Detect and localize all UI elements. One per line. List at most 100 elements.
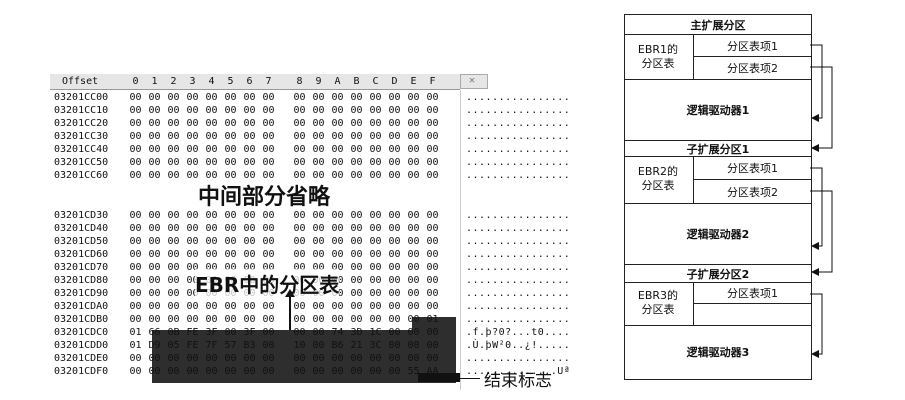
hex-byte[interactable]: 00	[331, 314, 344, 325]
hex-byte[interactable]: 00	[407, 301, 420, 312]
hex-byte[interactable]: 00	[167, 170, 180, 181]
hex-byte[interactable]: 00	[205, 92, 218, 103]
hex-byte[interactable]: 00	[388, 118, 401, 129]
hex-byte[interactable]: 00	[224, 366, 237, 377]
hex-byte[interactable]: 00	[331, 301, 344, 312]
hex-byte[interactable]: 00	[186, 275, 199, 286]
hex-byte[interactable]: 00	[312, 210, 325, 221]
hex-byte[interactable]: 00	[407, 170, 420, 181]
hex-byte[interactable]: 1C	[369, 327, 382, 338]
hex-byte[interactable]: 00	[129, 353, 142, 364]
hex-byte[interactable]: 00	[426, 170, 439, 181]
hex-byte[interactable]: 00	[262, 262, 275, 273]
hex-byte[interactable]: 00	[426, 353, 439, 364]
hex-byte[interactable]: 00	[350, 92, 363, 103]
hex-byte[interactable]: 00	[407, 157, 420, 168]
hex-byte[interactable]: 01	[426, 314, 439, 325]
hex-byte[interactable]: 00	[205, 314, 218, 325]
hex-byte[interactable]: 00	[407, 131, 420, 142]
hex-byte[interactable]: 00	[148, 105, 161, 116]
hex-byte[interactable]: 00	[167, 366, 180, 377]
hex-byte[interactable]: 00	[331, 223, 344, 234]
hex-byte[interactable]: 00	[205, 170, 218, 181]
hex-byte[interactable]: 00	[369, 223, 382, 234]
hex-byte[interactable]: 00	[167, 262, 180, 273]
hex-byte[interactable]: 0B	[167, 327, 180, 338]
hex-byte[interactable]: 66	[148, 327, 161, 338]
hex-byte[interactable]: 00	[186, 105, 199, 116]
hex-byte[interactable]: 00	[243, 301, 256, 312]
hex-byte[interactable]: 00	[350, 144, 363, 155]
hex-byte[interactable]: 00	[205, 301, 218, 312]
hex-byte[interactable]: 00	[388, 275, 401, 286]
hex-byte[interactable]: 00	[129, 118, 142, 129]
hex-byte[interactable]: 00	[426, 131, 439, 142]
hex-byte[interactable]: 00	[224, 92, 237, 103]
hex-byte[interactable]: 00	[205, 118, 218, 129]
hex-byte[interactable]: 00	[148, 275, 161, 286]
hex-byte[interactable]: 00	[350, 118, 363, 129]
hex-byte[interactable]: 00	[331, 366, 344, 377]
hex-byte[interactable]: 00	[293, 353, 306, 364]
hex-byte[interactable]: 00	[167, 301, 180, 312]
hex-byte[interactable]: 00	[186, 157, 199, 168]
hex-byte[interactable]: 00	[205, 366, 218, 377]
hex-byte[interactable]: B6	[331, 340, 344, 351]
hex-byte[interactable]: 00	[312, 327, 325, 338]
hex-byte[interactable]: 00	[148, 288, 161, 299]
hex-byte[interactable]: 00	[350, 170, 363, 181]
hex-byte[interactable]: 00	[407, 275, 420, 286]
hex-byte[interactable]: 00	[186, 366, 199, 377]
hex-byte[interactable]: 00	[369, 262, 382, 273]
hex-byte[interactable]: 00	[167, 144, 180, 155]
hex-byte[interactable]: 00	[331, 92, 344, 103]
hex-byte[interactable]: 00	[129, 131, 142, 142]
hex-byte[interactable]: 00	[426, 105, 439, 116]
hex-byte[interactable]: 00	[243, 314, 256, 325]
hex-byte[interactable]: 00	[262, 236, 275, 247]
hex-byte[interactable]: 00	[369, 92, 382, 103]
hex-byte[interactable]: 00	[148, 157, 161, 168]
hex-byte[interactable]: 00	[388, 314, 401, 325]
hex-byte[interactable]: 00	[205, 249, 218, 260]
hex-byte[interactable]: 00	[331, 105, 344, 116]
hex-byte[interactable]: 00	[293, 210, 306, 221]
hex-byte[interactable]: 10	[293, 340, 306, 351]
hex-byte[interactable]: 00	[293, 327, 306, 338]
hex-byte[interactable]: 00	[148, 262, 161, 273]
hex-byte[interactable]: 21	[350, 340, 363, 351]
hex-byte[interactable]: 00	[186, 144, 199, 155]
hex-byte[interactable]: 00	[388, 327, 401, 338]
hex-byte[interactable]: 00	[331, 353, 344, 364]
hex-byte[interactable]: 00	[312, 144, 325, 155]
hex-byte[interactable]: 00	[262, 170, 275, 181]
hex-byte[interactable]: 00	[205, 157, 218, 168]
hex-byte[interactable]: 00	[262, 144, 275, 155]
hex-byte[interactable]: 00	[350, 275, 363, 286]
hex-byte[interactable]: 00	[243, 249, 256, 260]
hex-byte[interactable]: 00	[388, 236, 401, 247]
hex-byte[interactable]: 00	[426, 210, 439, 221]
hex-byte[interactable]: 00	[243, 105, 256, 116]
hex-byte[interactable]: 00	[407, 353, 420, 364]
hex-byte[interactable]: 00	[129, 301, 142, 312]
hex-byte[interactable]: 00	[186, 353, 199, 364]
hex-byte[interactable]: 00	[388, 144, 401, 155]
hex-byte[interactable]: 00	[293, 223, 306, 234]
hex-byte[interactable]: 00	[205, 105, 218, 116]
hex-byte[interactable]: 00	[167, 92, 180, 103]
hex-byte[interactable]: 00	[369, 144, 382, 155]
hex-byte[interactable]: 00	[388, 170, 401, 181]
hex-byte[interactable]: 3C	[369, 340, 382, 351]
hex-byte[interactable]: 00	[129, 288, 142, 299]
hex-byte[interactable]: 00	[388, 249, 401, 260]
hex-byte[interactable]: 00	[129, 144, 142, 155]
hex-byte[interactable]: 00	[148, 236, 161, 247]
hex-byte[interactable]: 00	[369, 105, 382, 116]
hex-byte[interactable]: 00	[262, 327, 275, 338]
hex-byte[interactable]: 00	[262, 92, 275, 103]
hex-byte[interactable]: 00	[388, 92, 401, 103]
hex-byte[interactable]: 00	[388, 262, 401, 273]
hex-byte[interactable]: 00	[262, 157, 275, 168]
hex-byte[interactable]: 00	[243, 262, 256, 273]
